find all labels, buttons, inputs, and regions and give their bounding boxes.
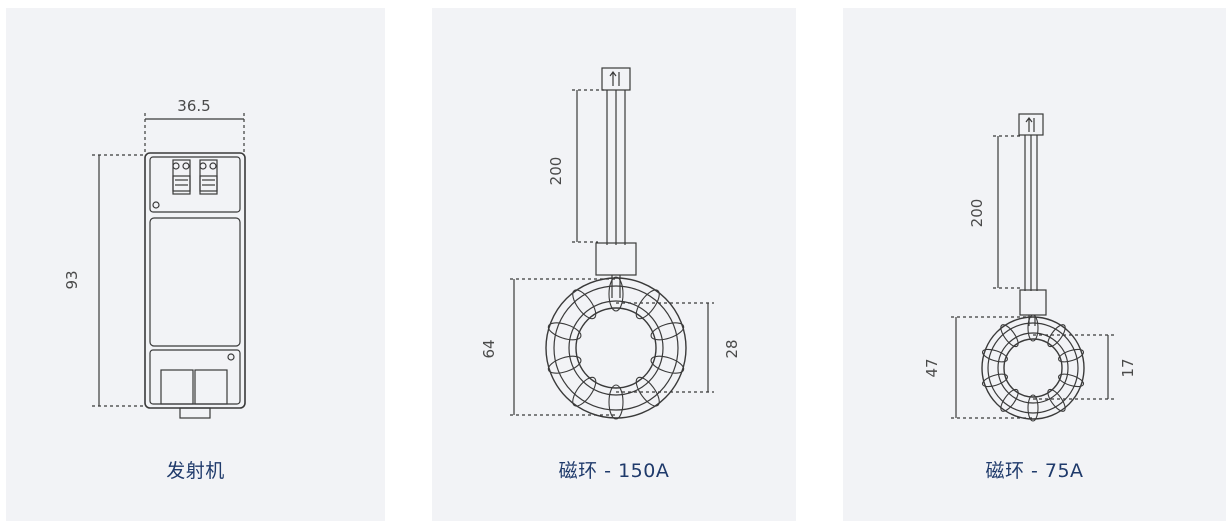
transmitter-drawing: 36.5 93 [63, 97, 246, 419]
ring-150a-drawing: 200 64 28 [480, 67, 741, 420]
ring-inner [575, 307, 657, 389]
caption-ring-75a: 磁环 - 75A [985, 460, 1084, 482]
ring-outer [545, 277, 687, 419]
panel-ring-150a: 200 64 28 磁环 - 150A [432, 8, 796, 521]
panel-transmitter: 36.5 93 发射机 [6, 8, 385, 521]
height-label: 93 [63, 270, 81, 289]
lead-length-label: 200 [968, 199, 986, 228]
lead-sleeve [595, 242, 637, 276]
caption-ring-150a: 磁环 - 150A [558, 460, 670, 482]
ring-outer [981, 316, 1085, 420]
lead-length-label: 200 [547, 157, 565, 186]
ring-inner [1003, 338, 1063, 398]
inner-diameter-label: 17 [1119, 358, 1137, 377]
connector [1018, 113, 1044, 136]
inner-diameter-label: 28 [723, 339, 741, 358]
caption-transmitter: 发射机 [166, 460, 225, 482]
outer-diameter-label: 47 [923, 358, 941, 377]
lead-sleeve [1019, 289, 1047, 316]
width-label: 36.5 [177, 97, 210, 115]
ring-75a-drawing: 200 47 17 [923, 113, 1137, 422]
outer-diameter-label: 64 [480, 339, 498, 358]
connector [601, 67, 631, 91]
panel-ring-75a: 200 47 17 磁环 - 75A [843, 8, 1226, 521]
